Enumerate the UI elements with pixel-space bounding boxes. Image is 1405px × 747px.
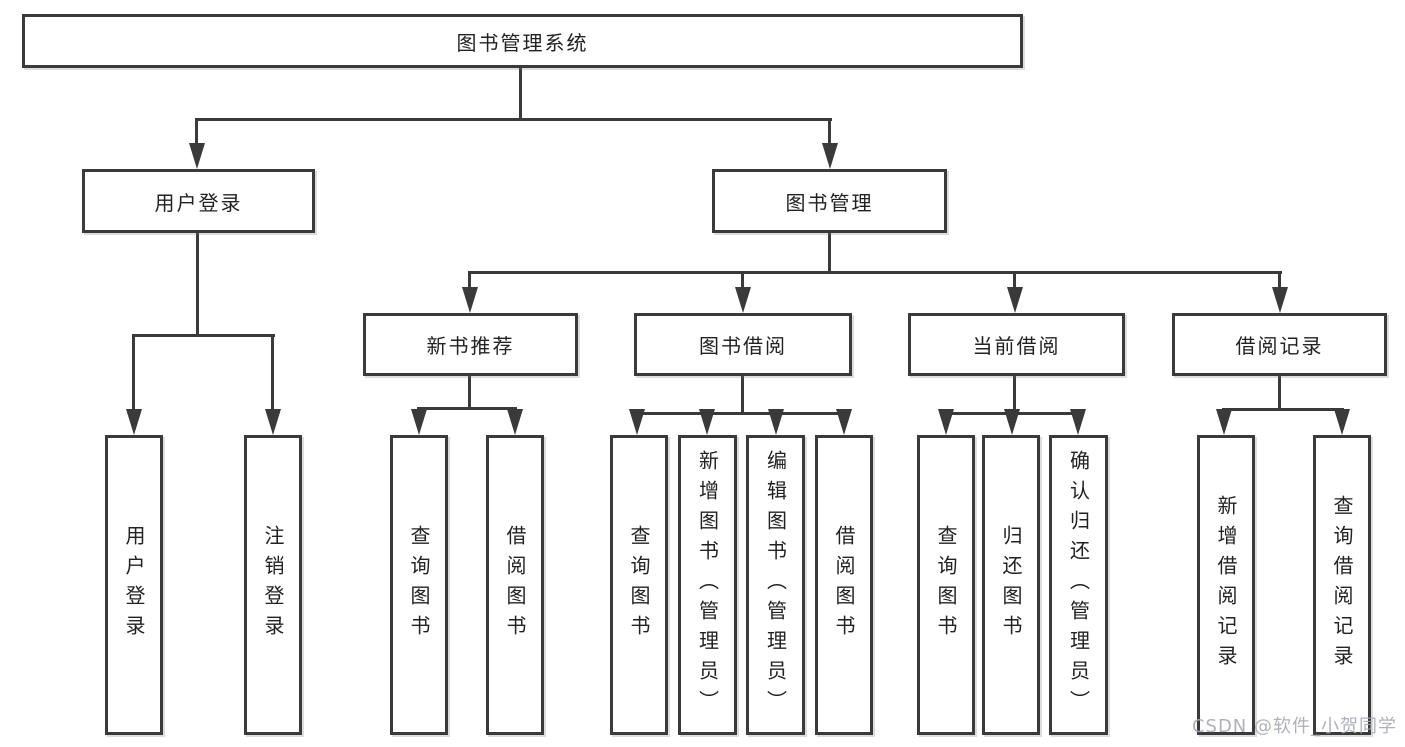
- connector-stem: [741, 376, 744, 415]
- arrowhead-down-icon: [1007, 287, 1023, 313]
- connector-drop: [195, 118, 198, 157]
- arrowhead-down-icon: [1070, 409, 1086, 435]
- arrowhead-down-icon: [265, 409, 281, 435]
- arrowhead-down-icon: [1004, 409, 1020, 435]
- arrowhead-down-icon: [1334, 409, 1350, 435]
- leaf-label: 借阅图书: [832, 525, 856, 645]
- connector-drop: [271, 334, 274, 423]
- leaf-add-borrow-record: 新增借阅记录: [1197, 435, 1255, 735]
- connector-bar: [417, 407, 517, 410]
- arrowhead-down-icon: [822, 143, 838, 169]
- leaf-label: 编辑图书（管理员）: [763, 450, 788, 720]
- connector-bar: [468, 271, 1282, 274]
- leaf-label: 查询图书: [934, 525, 958, 645]
- connector-bar: [1222, 408, 1344, 411]
- leaf-label: 新增图书（管理员）: [695, 450, 720, 720]
- arrowhead-down-icon: [1216, 409, 1232, 435]
- node-label: 用户登录: [154, 190, 243, 215]
- node-user-login: 用户登录: [82, 169, 315, 233]
- node-label: 当前借阅: [972, 334, 1061, 358]
- arrowhead-down-icon: [507, 409, 523, 435]
- connector-drop: [828, 118, 831, 157]
- arrowhead-down-icon: [1272, 287, 1288, 313]
- leaf-label: 确认归还（管理员）: [1066, 450, 1091, 720]
- watermark-text: CSDN @软件_小贺同学: [1191, 716, 1397, 737]
- leaf-logout: 注销登录: [244, 435, 302, 735]
- node-label: 图书借阅: [699, 334, 787, 358]
- arrowhead-down-icon: [768, 409, 784, 435]
- arrowhead-down-icon: [629, 409, 645, 435]
- leaf-query-books-borrow: 查询图书: [610, 435, 668, 735]
- connector-stem: [468, 376, 471, 410]
- node-book-management: 图书管理: [712, 169, 947, 233]
- leaf-edit-book-admin: 编辑图书（管理员）: [746, 435, 805, 735]
- arrowhead-down-icon: [735, 287, 751, 313]
- arrowhead-down-icon: [699, 409, 715, 435]
- connector-drop: [132, 334, 135, 423]
- node-label: 图书管理: [785, 190, 874, 215]
- connector-drop: [468, 271, 471, 301]
- leaf-label: 新增借阅记录: [1214, 495, 1238, 675]
- arrowhead-down-icon: [126, 409, 142, 435]
- node-book-borrow: 图书借阅: [634, 313, 852, 376]
- leaf-add-book-admin: 新增图书（管理员）: [678, 435, 737, 735]
- connector-stem: [519, 68, 522, 121]
- leaf-label: 借阅图书: [503, 525, 527, 645]
- leaf-query-books-current: 查询图书: [917, 435, 975, 735]
- node-new-book-recommend: 新书推荐: [363, 313, 578, 376]
- node-label: 图书管理系统: [456, 30, 589, 55]
- leaf-borrow-books-recommend: 借阅图书: [486, 435, 544, 735]
- leaf-label: 用户登录: [122, 525, 146, 645]
- leaf-label: 查询借阅记录: [1330, 495, 1354, 675]
- connector-stem: [1278, 376, 1281, 411]
- leaf-label: 查询图书: [407, 525, 431, 645]
- leaf-confirm-return-admin: 确认归还（管理员）: [1049, 435, 1108, 735]
- connector-stem: [1013, 376, 1016, 415]
- leaf-query-borrow-record: 查询借阅记录: [1313, 435, 1371, 735]
- node-borrow-records: 借阅记录: [1172, 313, 1387, 376]
- connector-bar: [635, 412, 846, 415]
- connector-drop: [741, 271, 744, 301]
- leaf-return-book: 归还图书: [982, 435, 1040, 735]
- node-label: 借阅记录: [1235, 334, 1324, 358]
- leaf-label: 归还图书: [999, 525, 1023, 645]
- connector-drop: [1278, 271, 1281, 301]
- connector-stem: [196, 233, 199, 337]
- leaf-label: 注销登录: [261, 525, 285, 645]
- connector-drop: [1013, 271, 1016, 301]
- node-root: 图书管理系统: [22, 14, 1023, 68]
- leaf-query-books-recommend: 查询图书: [390, 435, 448, 735]
- connector-bar: [195, 118, 832, 121]
- arrowhead-down-icon: [189, 143, 205, 169]
- arrowhead-down-icon: [938, 409, 954, 435]
- arrowhead-down-icon: [836, 409, 852, 435]
- leaf-user-login: 用户登录: [105, 435, 163, 735]
- arrowhead-down-icon: [462, 287, 478, 313]
- leaf-borrow-books: 借阅图书: [815, 435, 873, 735]
- leaf-label: 查询图书: [627, 525, 651, 645]
- connector-stem: [828, 233, 831, 274]
- node-label: 新书推荐: [426, 334, 515, 358]
- node-current-borrow: 当前借阅: [908, 313, 1125, 376]
- connector-bar: [132, 334, 275, 337]
- arrowhead-down-icon: [411, 409, 427, 435]
